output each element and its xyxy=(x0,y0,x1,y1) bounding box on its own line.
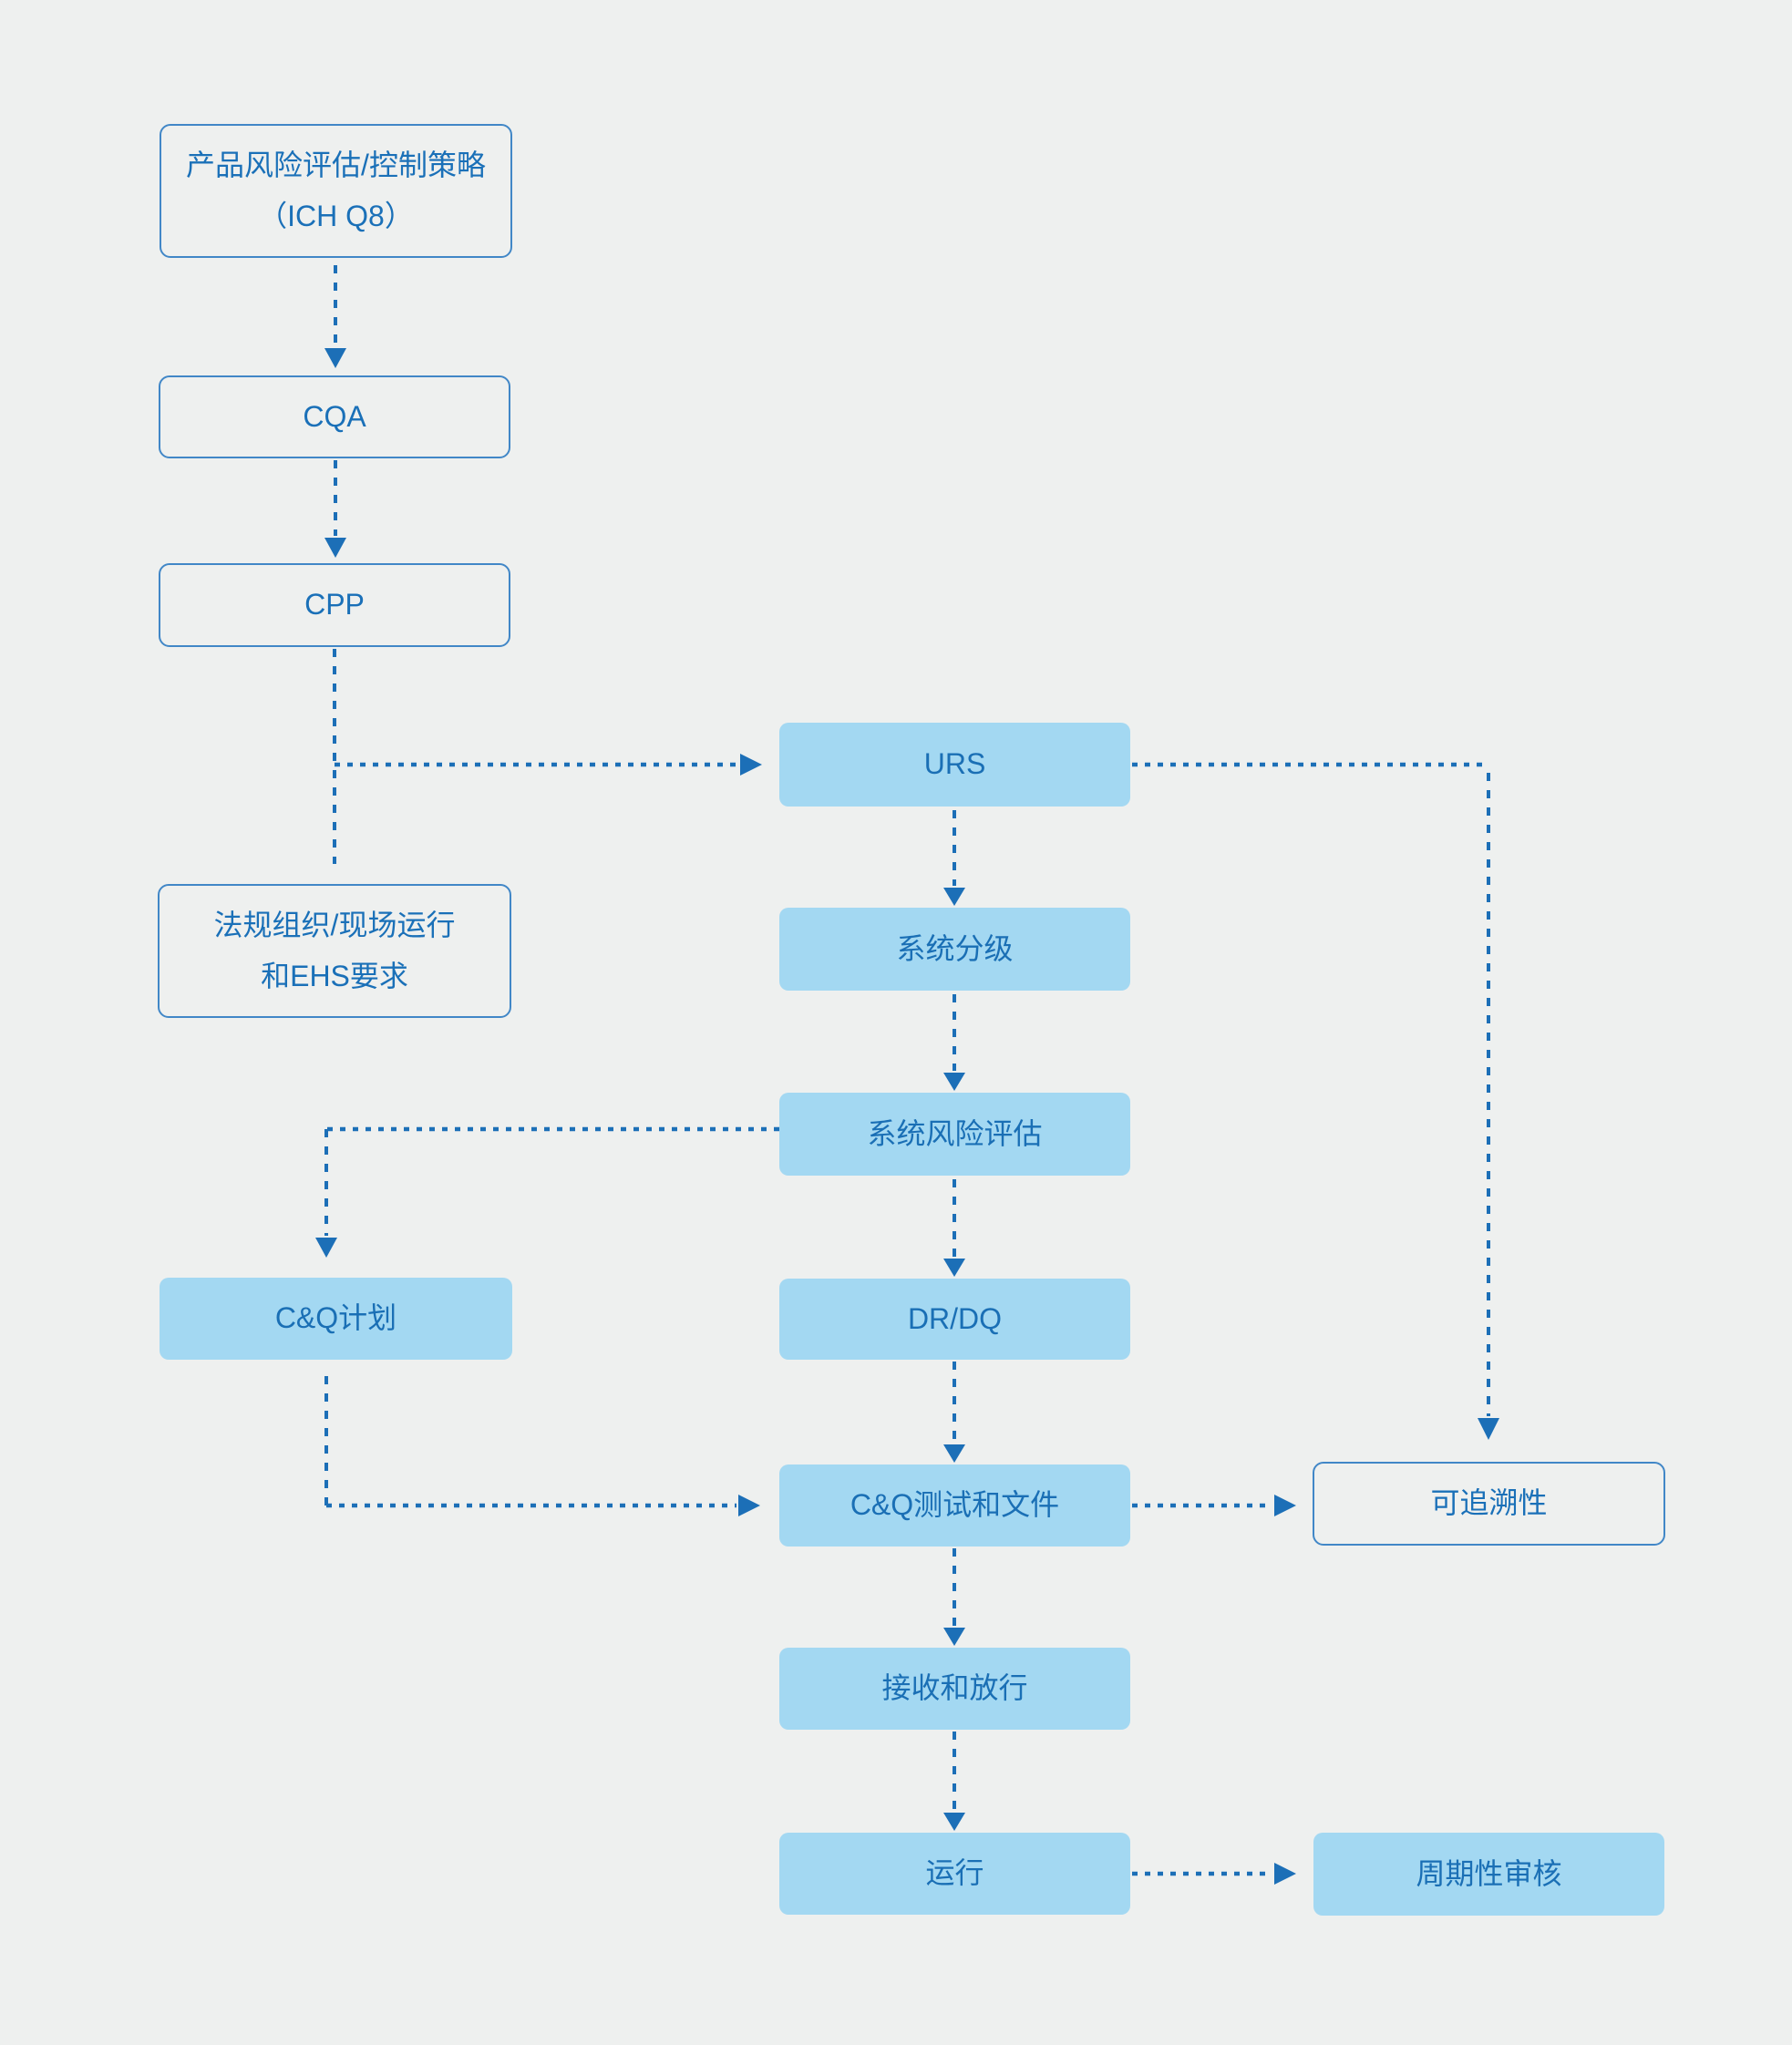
node-cpp: CPP xyxy=(159,563,510,647)
node-cq-test-and-documents: C&Q测试和文件 xyxy=(779,1464,1130,1547)
node-system-classification: 系统分级 xyxy=(779,908,1130,991)
connector-urs-to-system-classification xyxy=(943,810,965,906)
connector-cq-test-to-traceability xyxy=(1132,1495,1296,1516)
node-periodic-review: 周期性审核 xyxy=(1313,1833,1664,1916)
node-label: CQA xyxy=(303,399,366,433)
node-label: 运行 xyxy=(925,1856,984,1890)
node-acceptance-and-release: 接收和放行 xyxy=(779,1648,1130,1730)
node-label: 接收和放行 xyxy=(881,1671,1028,1705)
connector-system-classification-to-system-risk xyxy=(943,994,965,1091)
node-label: 系统风险评估 xyxy=(867,1116,1043,1150)
connector-cqa-to-cpp xyxy=(324,460,346,558)
node-label: C&Q测试和文件 xyxy=(850,1488,1060,1522)
node-label: 周期性审核 xyxy=(1416,1856,1562,1890)
node-regulatory-ehs-requirements: 法规组织/现场运行 和EHS要求 xyxy=(158,884,511,1018)
node-label: 和EHS要求 xyxy=(261,959,408,992)
connector-acceptance-to-operation xyxy=(943,1732,965,1831)
connector-cpp-branch-to-urs xyxy=(335,754,762,776)
node-label: （ICH Q8） xyxy=(258,199,414,232)
connector-operation-to-periodic-review xyxy=(1132,1863,1296,1885)
node-dr-dq: DR/DQ xyxy=(779,1279,1130,1360)
connector-cq-test-to-acceptance xyxy=(943,1548,965,1646)
node-label: 可追溯性 xyxy=(1430,1486,1548,1520)
node-label: C&Q计划 xyxy=(274,1301,397,1335)
node-operation: 运行 xyxy=(779,1833,1130,1915)
node-urs: URS xyxy=(779,723,1130,807)
connector-cq-plan-to-cq-test xyxy=(324,1376,760,1516)
node-label: 系统分级 xyxy=(896,931,1014,965)
connector-product-risk-to-cqa xyxy=(324,265,346,368)
node-label: 法规组织/现场运行 xyxy=(213,909,456,942)
node-cq-plan: C&Q计划 xyxy=(160,1278,512,1360)
node-label: DR/DQ xyxy=(907,1301,1003,1335)
node-system-risk-assessment: 系统风险评估 xyxy=(779,1093,1130,1176)
connector-dr-dq-to-cq-test xyxy=(943,1362,965,1463)
connector-urs-to-traceability xyxy=(1132,762,1499,1440)
node-label: 产品风险评估/控制策略 xyxy=(186,149,486,182)
node-traceability: 可追溯性 xyxy=(1313,1462,1665,1546)
connector-system-risk-to-dr-dq xyxy=(943,1179,965,1277)
node-label: URS xyxy=(923,747,986,781)
node-cqa: CQA xyxy=(159,375,510,458)
node-product-risk-assessment: 产品风险评估/控制策略 （ICH Q8） xyxy=(160,124,512,258)
connector-system-risk-to-cq-plan xyxy=(315,1126,779,1258)
node-label: CPP xyxy=(304,588,365,622)
